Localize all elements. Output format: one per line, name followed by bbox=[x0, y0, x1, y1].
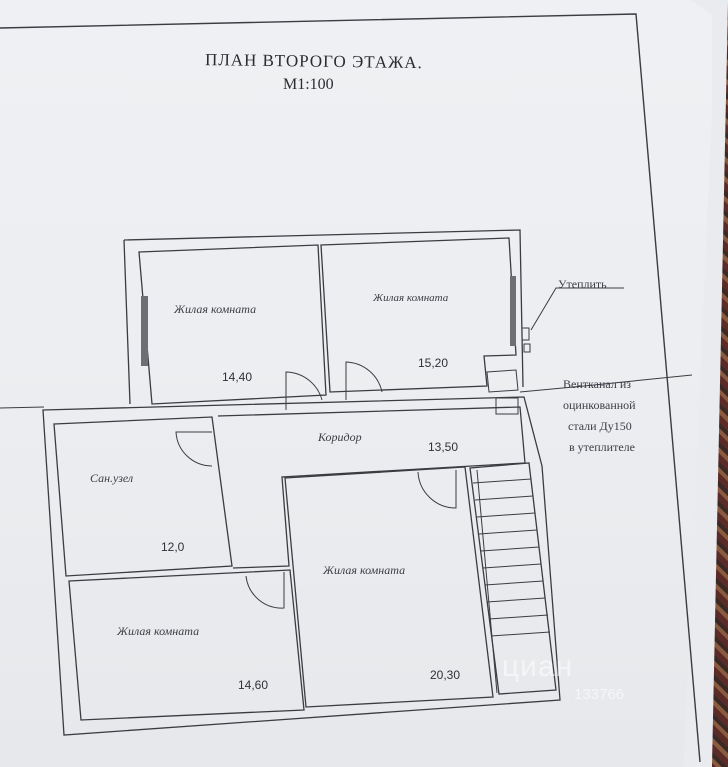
stair-divider bbox=[476, 469, 498, 694]
leader-vent bbox=[519, 374, 693, 393]
vent-box bbox=[495, 397, 519, 415]
room-bathroom-area: 12,0 bbox=[161, 540, 185, 554]
room-living-1-name: Жилая комната bbox=[174, 302, 257, 316]
window-right bbox=[510, 276, 516, 346]
door-bathroom bbox=[175, 431, 213, 467]
room-living-2-wall bbox=[320, 237, 517, 393]
room-bathroom-name: Сан.узел bbox=[90, 471, 134, 485]
lower-block-inner bbox=[53, 416, 233, 577]
sheet-frame bbox=[0, 13, 701, 763]
upper-block-left bbox=[123, 239, 131, 405]
room-living-4-area: 14,60 bbox=[238, 678, 269, 692]
window-left bbox=[141, 296, 148, 366]
room-living-2-area: 15,20 bbox=[418, 356, 449, 370]
note-vent-line-4: в утеплителе bbox=[569, 440, 635, 454]
door-living-2 bbox=[345, 361, 383, 400]
room-living-1-area: 14,40 bbox=[222, 370, 253, 384]
vent-marker-1 bbox=[521, 327, 530, 341]
room-corridor-name: Коридор bbox=[318, 430, 362, 444]
room-living-4-wall bbox=[68, 569, 305, 721]
vent-shaft bbox=[486, 369, 519, 393]
room-living-4-name: Жилая комната bbox=[117, 624, 200, 638]
lower-block-outer bbox=[42, 396, 561, 736]
plan-title: ПЛАН ВТОРОГО ЭТАЖА. bbox=[204, 50, 423, 73]
room-living-3-name: Жилая комната bbox=[323, 563, 406, 577]
stair-treads bbox=[472, 478, 551, 637]
note-vent-line-3: стали Ду150 bbox=[568, 419, 632, 433]
room-living-3-wall bbox=[284, 466, 494, 708]
note-insulate: Утеплить bbox=[558, 277, 607, 291]
door-living-4 bbox=[245, 572, 285, 609]
level-line bbox=[0, 406, 45, 409]
vent-marker-2 bbox=[523, 343, 531, 353]
watermark-id: 133766 bbox=[574, 686, 625, 703]
plan-scale: М1:100 bbox=[283, 76, 334, 93]
corridor-walls bbox=[217, 406, 526, 569]
door-living-3 bbox=[417, 470, 457, 509]
room-living-3-area: 20,30 bbox=[430, 668, 461, 682]
room-living-2-name: Жилая комната bbox=[373, 292, 449, 304]
door-living-1 bbox=[285, 371, 323, 410]
note-vent-line-2: оцинкованной bbox=[563, 398, 636, 412]
paper-sheet bbox=[0, 0, 712, 767]
room-corridor-area: 13,50 bbox=[428, 440, 459, 454]
note-vent-line-1: Вентканал из bbox=[563, 377, 631, 391]
leader-insulate bbox=[530, 287, 624, 331]
watermark-brand: циан bbox=[502, 650, 574, 683]
